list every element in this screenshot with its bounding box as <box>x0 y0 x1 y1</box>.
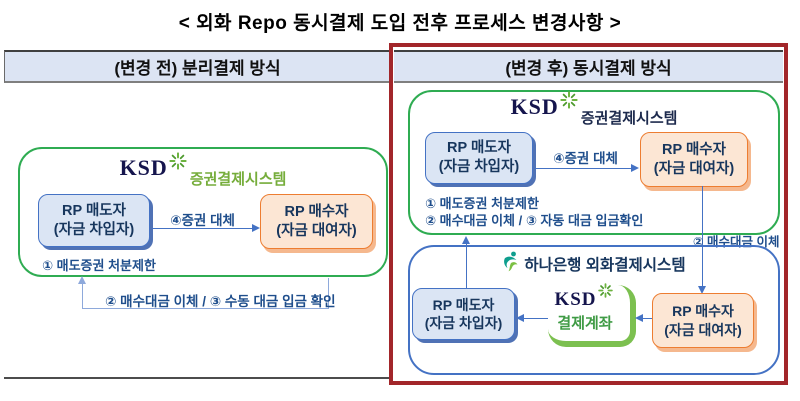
account-to-seller-line <box>524 318 548 319</box>
before-rp-seller-line1: RP 매도자 <box>62 202 126 219</box>
ksd-logo: KSD <box>554 288 597 310</box>
ksd-starburst-icon <box>169 152 187 175</box>
ksd-settlement-account: KSD <box>548 282 636 347</box>
account-to-seller-arrowhead-icon <box>516 314 524 322</box>
before-securities-arrow-label: ④증권 대체 <box>170 213 235 228</box>
before-securities-arrow-line <box>152 228 253 229</box>
after-top-rp-buyer-line2: (자금 대여자) <box>653 160 735 177</box>
after-panel: (변경 후) 동시결제 방식 KSD <box>389 43 788 385</box>
ksd-starburst-icon <box>597 282 613 303</box>
ksd-logo: KSD <box>119 155 168 180</box>
before-securities-arrowhead-icon <box>252 224 260 232</box>
after-bottom-rp-seller-line2: (자금 차입자) <box>424 315 503 331</box>
after-note1: ① 매도증권 처분제한 <box>425 196 539 211</box>
before-loop-label: ② 매수대금 이체 / ③ 수동 대금 입금 확인 <box>105 294 336 309</box>
before-column-bottom-border <box>4 377 390 379</box>
before-column-header: (변경 전) 분리결제 방식 <box>4 50 390 83</box>
before-rp-seller-line2: (자금 차입자) <box>53 221 135 238</box>
after-bottom-rp-seller-line1: RP 매도자 <box>432 296 495 313</box>
before-rp-buyer-line1: RP 매수자 <box>284 203 349 220</box>
cash-transfer-down-arrowhead-icon <box>698 286 706 294</box>
after-system-name: 증권결제시스템 <box>580 110 678 127</box>
after-top-rp-seller-line2: (자금 차입자) <box>438 159 520 175</box>
before-rp-buyer-box: RP 매수자 (자금 대여자) <box>260 194 373 249</box>
before-system-name: 증권결제시스템 <box>189 171 287 188</box>
ksd-logo: KSD <box>510 94 559 119</box>
after-bottom-rp-buyer-line2: (자금 대여자) <box>664 321 742 338</box>
buyer-to-account-line <box>642 318 652 319</box>
before-rp-buyer-line2: (자금 대여자) <box>276 222 357 239</box>
after-securities-arrowhead-icon <box>631 164 639 172</box>
after-top-rp-buyer-box: RP 매수자 (자금 대여자) <box>640 132 748 187</box>
after-securities-arrow-line <box>535 168 632 169</box>
settlement-account-label: 결제계좌 <box>557 314 613 332</box>
before-header-label: (변경 전) 분리결제 방식 <box>114 59 281 78</box>
buyer-to-account-arrowhead-icon <box>635 314 643 322</box>
after-fx-system-name: 하나은행 외화결제시스템 <box>524 257 686 274</box>
after-column-header: (변경 후) 동시결제 방식 <box>394 50 783 83</box>
after-note2: ② 매수대금 이체 / ③ 자동 대금 입금확인 <box>425 213 644 228</box>
after-bottom-rp-buyer-box: RP 매수자 (자금 대여자) <box>652 293 754 348</box>
after-ksd-logo-row: KSD 증권결제시스템 <box>408 91 780 128</box>
before-loop-right-line <box>328 278 329 308</box>
after-header-label: (변경 후) 동시결제 방식 <box>505 59 672 78</box>
before-loop-arrowhead-icon <box>78 276 86 284</box>
after-fx-system-box <box>408 245 780 375</box>
confirmation-up-line <box>466 243 467 289</box>
before-ksd-system-box <box>18 147 388 277</box>
after-top-rp-seller-box: RP 매도자 (자금 차입자) <box>425 132 533 184</box>
before-note1: ① 매도증권 처분제한 <box>42 258 156 273</box>
after-fx-logo-row: 하나은행 외화결제시스템 <box>408 251 780 277</box>
ksd-starburst-icon <box>560 91 578 114</box>
after-bottom-rp-buyer-line1: RP 매수자 <box>672 303 734 320</box>
before-loop-bottom-line <box>82 308 329 309</box>
before-loop-left-line <box>82 284 83 308</box>
after-top-rp-buyer-line1: RP 매수자 <box>662 141 726 158</box>
after-top-rp-seller-line1: RP 매도자 <box>447 140 511 157</box>
after-securities-arrow-label: ④증권 대체 <box>553 151 618 166</box>
before-rp-seller-box: RP 매도자 (자금 차입자) <box>38 194 150 247</box>
after-bottom-rp-seller-box: RP 매도자 (자금 차입자) <box>412 288 515 340</box>
cash-transfer-down-line <box>702 186 703 287</box>
hana-bank-icon <box>502 251 519 277</box>
page-title: < 외화 Repo 동시결제 도입 전후 프로세스 변경사항 > <box>178 13 622 34</box>
confirmation-up-arrowhead-icon <box>462 236 470 244</box>
after-ksd-system-box <box>408 90 780 235</box>
before-ksd-logo-row: KSD 증권결제시스템 <box>18 152 388 189</box>
